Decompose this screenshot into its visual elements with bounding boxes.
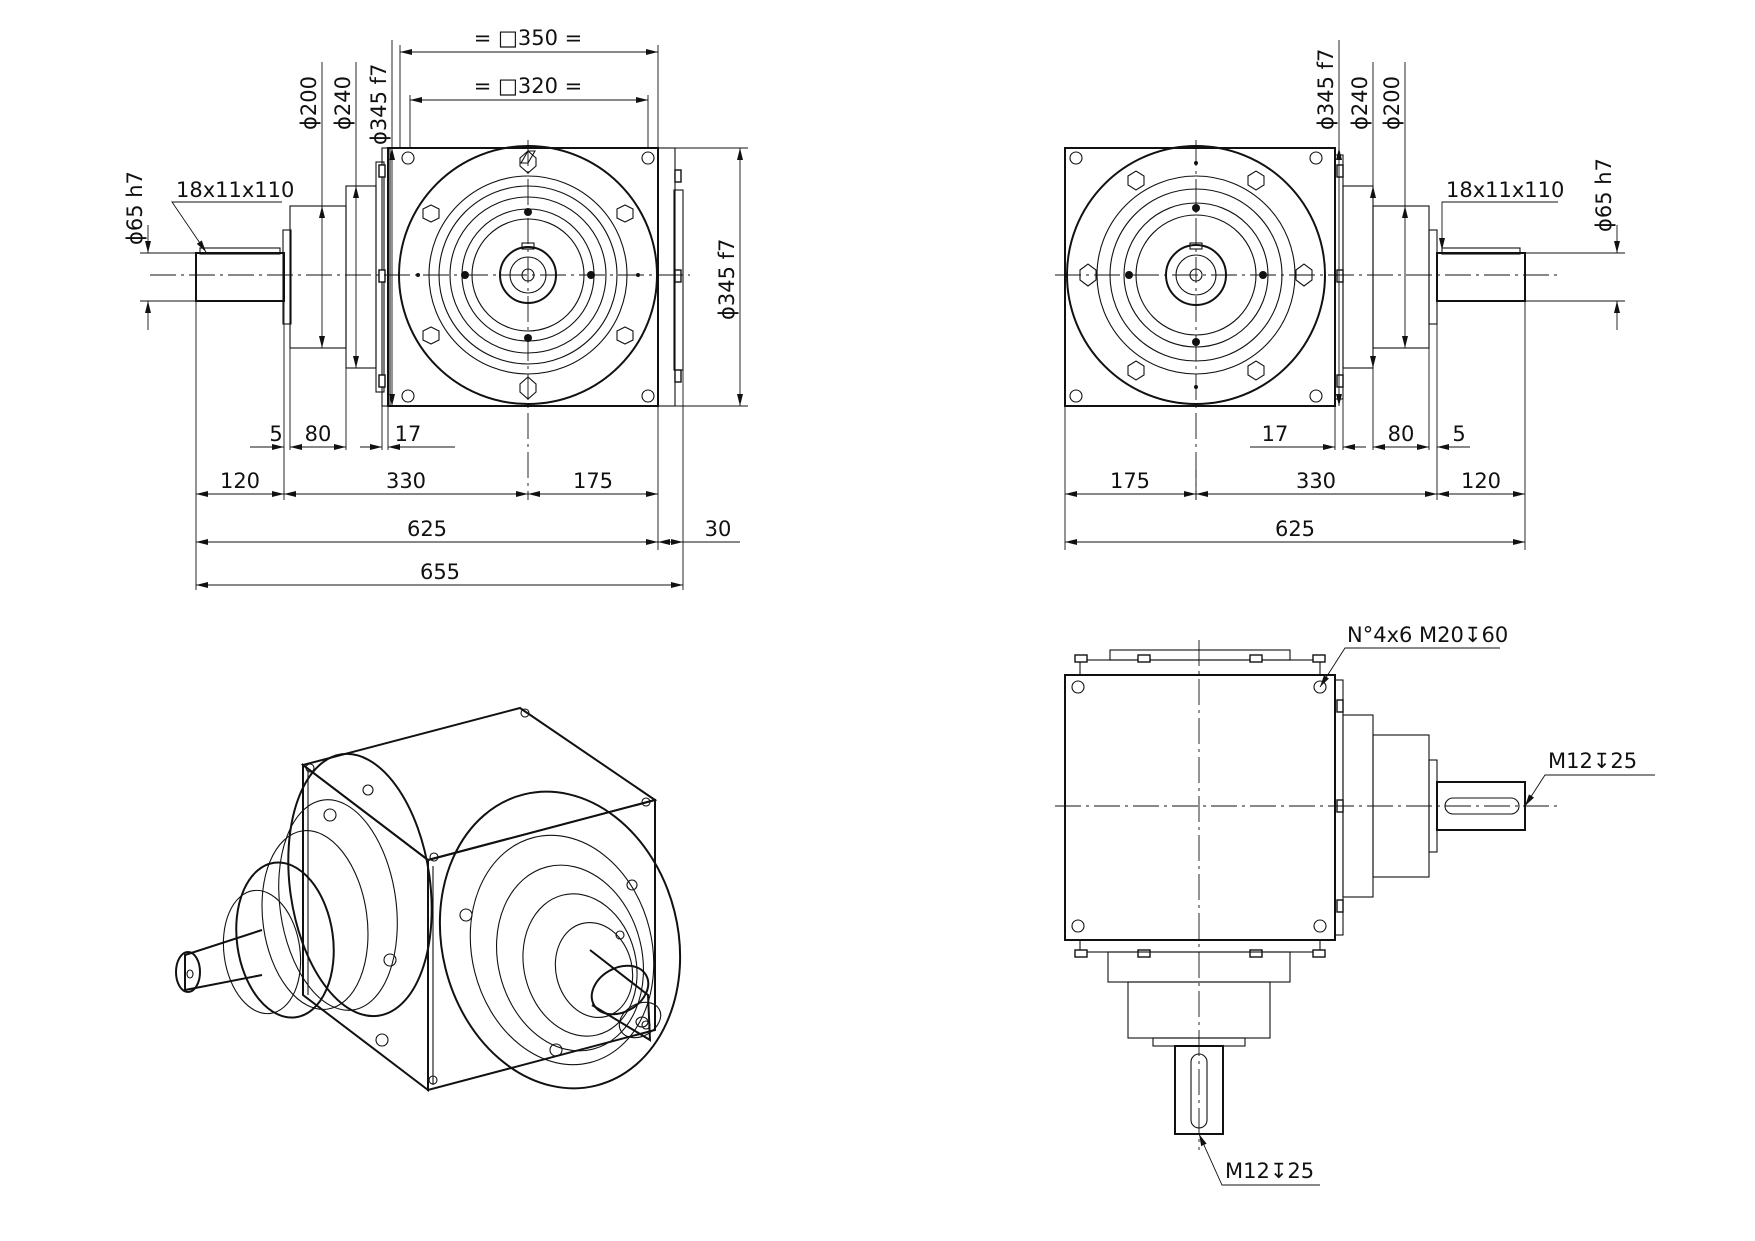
side-view: ϕ345 f7 ϕ240 ϕ200 ϕ65 h7 18x11x110 17 80… xyxy=(1055,40,1625,550)
side-dim-80: 80 xyxy=(1388,422,1415,446)
front-view: = □350 = = □320 = ϕ345 f7 ϕ240 ϕ200 ϕ65 … xyxy=(123,26,748,590)
front-dim-30: 30 xyxy=(705,517,732,541)
front-dim-17: 17 xyxy=(395,422,422,446)
top-view: N°4x6 M20↧60 M12↧25 M12↧25 xyxy=(1055,623,1655,1186)
front-dim-175: 175 xyxy=(573,469,613,493)
side-dim-625: 625 xyxy=(1275,517,1315,541)
side-dim-5: 5 xyxy=(1452,422,1465,446)
side-dim-shaft-dia: ϕ65 h7 xyxy=(1592,158,1616,232)
front-dim-80: 80 xyxy=(305,422,332,446)
top-view-holes-note: N°4x6 M20↧60 xyxy=(1347,623,1508,647)
top-view-thread-bottom: M12↧25 xyxy=(1225,1159,1314,1183)
isometric-view xyxy=(175,706,682,1093)
top-view-thread-side: M12↧25 xyxy=(1548,749,1637,773)
front-dim-dia-240: ϕ240 xyxy=(331,76,355,130)
front-dim-square-350: = □350 = xyxy=(474,26,582,50)
front-dim-625: 625 xyxy=(407,517,447,541)
front-dim-120: 120 xyxy=(220,469,260,493)
side-dim-17: 17 xyxy=(1262,422,1289,446)
side-dim-key: 18x11x110 xyxy=(1446,178,1564,202)
side-dim-175: 175 xyxy=(1110,469,1150,493)
front-dim-5: 5 xyxy=(269,422,282,446)
side-dim-dia-345: ϕ345 f7 xyxy=(1314,49,1338,130)
front-dim-dia-345-side: ϕ345 f7 xyxy=(715,239,739,320)
front-dim-dia-345: ϕ345 f7 xyxy=(367,64,391,145)
front-dim-square-320: = □320 = xyxy=(474,74,582,98)
front-dim-655: 655 xyxy=(420,560,460,584)
side-dim-330: 330 xyxy=(1296,469,1336,493)
front-dim-shaft-dia: ϕ65 h7 xyxy=(123,171,147,245)
front-dim-key: 18x11x110 xyxy=(176,178,294,202)
front-dim-dia-200: ϕ200 xyxy=(297,76,321,130)
side-dim-dia-240: ϕ240 xyxy=(1348,76,1372,130)
front-dim-330: 330 xyxy=(386,469,426,493)
side-dim-120: 120 xyxy=(1461,469,1501,493)
side-dim-dia-200: ϕ200 xyxy=(1380,76,1404,130)
